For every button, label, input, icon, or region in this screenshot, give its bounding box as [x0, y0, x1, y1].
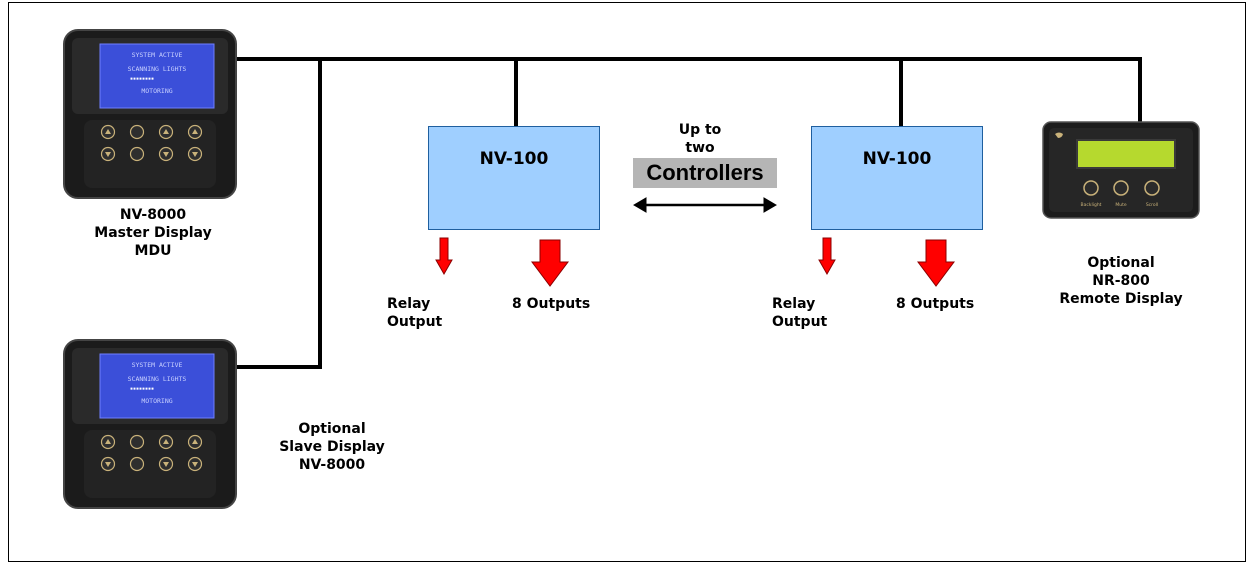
- relay-arrow-1: [435, 237, 453, 276]
- slave-label-line-1: Optional: [298, 421, 366, 437]
- relay-1-line-1: Relay: [387, 296, 431, 312]
- up-to-line-2: two: [685, 140, 715, 156]
- relay-output-label-2: Relay Output: [772, 295, 842, 331]
- bus-drop-controller-2: [899, 57, 903, 127]
- slave-screen-line-3: ▪▪▪▪▪▪▪▪: [130, 386, 154, 392]
- double-arrow: [633, 197, 777, 213]
- outputs-label-1: 8 Outputs: [512, 296, 591, 312]
- remote-button-label-3: Scroll: [1146, 202, 1158, 208]
- remote-label-line-2: NR-800: [1092, 273, 1150, 289]
- bus-drop-controller-1: [514, 57, 518, 127]
- master-label-line-2: Master Display: [94, 225, 212, 241]
- outputs-arrow-2: [917, 239, 955, 287]
- remote-button-label-2: Mute: [1115, 202, 1126, 208]
- remote-label-line-1: Optional: [1087, 255, 1155, 271]
- bus-link-slave: [233, 365, 322, 369]
- controller-1-title: NV-100: [479, 149, 549, 169]
- slave-display-label: Optional Slave Display NV-8000: [262, 420, 402, 474]
- slave-label-line-3: NV-8000: [298, 457, 366, 473]
- relay-2-line-2: Output: [772, 314, 828, 330]
- relay-1-line-2: Output: [387, 314, 443, 330]
- remote-display-image: Backlight Mute Scroll: [1042, 121, 1200, 219]
- relay-output-label-1: Relay Output: [387, 295, 457, 331]
- slave-label-line-2: Slave Display: [279, 439, 385, 455]
- slave-screen-line-1: SYSTEM ACTIVE: [132, 361, 183, 369]
- bus-drop-remote: [1138, 57, 1142, 124]
- remote-label-line-3: Remote Display: [1059, 291, 1183, 307]
- bus-drop-slave: [318, 57, 322, 369]
- remote-display-label: Optional NR-800 Remote Display: [1046, 254, 1196, 308]
- master-screen-line-3: ▪▪▪▪▪▪▪▪: [130, 76, 154, 82]
- master-screen-line-4: MOTORING: [141, 87, 172, 95]
- slave-display-device: SYSTEM ACTIVE SCANNING LIGHTS ▪▪▪▪▪▪▪▪ M…: [62, 338, 238, 510]
- master-label-line-3: MDU: [134, 243, 172, 259]
- slave-display-image: SYSTEM ACTIVE SCANNING LIGHTS ▪▪▪▪▪▪▪▪ M…: [63, 339, 237, 509]
- master-screen-line-2: SCANNING LIGHTS: [128, 65, 187, 73]
- master-display-device: SYSTEM ACTIVE SCANNING LIGHTS ▪▪▪▪▪▪▪▪ M…: [62, 28, 238, 200]
- master-display-label: NV-8000 Master Display MDU: [78, 206, 228, 260]
- relay-arrow-2: [818, 237, 836, 276]
- outputs-label-2: 8 Outputs: [896, 296, 975, 312]
- controller-box-1: NV-100: [428, 126, 600, 230]
- bus-line-main: [233, 57, 1142, 61]
- up-to-two-label: Up to two: [640, 121, 760, 157]
- relay-2-line-1: Relay: [772, 296, 816, 312]
- master-screen-line-1: SYSTEM ACTIVE: [132, 51, 183, 59]
- slave-screen-line-4: MOTORING: [141, 397, 172, 405]
- up-to-line-1: Up to: [678, 122, 722, 138]
- controllers-highlight: [633, 158, 777, 188]
- controller-box-2: NV-100: [811, 126, 983, 230]
- controllers-label: Controllers: [646, 160, 764, 185]
- slave-screen-line-2: SCANNING LIGHTS: [128, 375, 187, 383]
- outputs-arrow-1: [531, 239, 569, 287]
- remote-display-device: Backlight Mute Scroll: [1041, 120, 1201, 220]
- remote-button-label-1: Backlight: [1081, 202, 1102, 208]
- master-display-image: SYSTEM ACTIVE SCANNING LIGHTS ▪▪▪▪▪▪▪▪ M…: [63, 29, 237, 199]
- controller-2-title: NV-100: [862, 149, 932, 169]
- master-label-line-1: NV-8000: [119, 207, 187, 223]
